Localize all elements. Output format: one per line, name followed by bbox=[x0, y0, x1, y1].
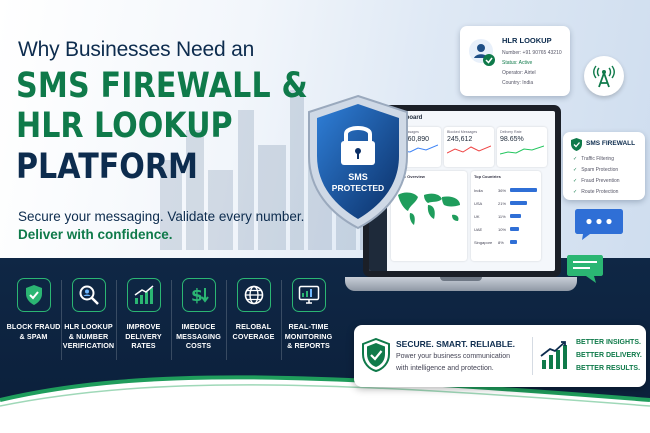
sms-firewall-card: SMS FIREWALL ✓Traffic Filtering ✓Spam Pr… bbox=[563, 132, 645, 200]
value-prop-title: SECURE. SMART. RELIABLE. bbox=[396, 339, 516, 349]
firewall-item: ✓Fraud Prevention bbox=[573, 178, 620, 184]
headline-platform: PLATFORM bbox=[16, 147, 199, 187]
feature-label: IMPROVE DELIVERY RATES bbox=[125, 322, 162, 351]
country-row: UK 11% bbox=[474, 213, 538, 226]
globe-icon bbox=[236, 278, 271, 312]
result-delivery: BETTER DELIVERY. bbox=[576, 352, 642, 359]
country-list: India 36% USA 21% UK 11% UAE 10% Singapore 8% bbox=[474, 187, 538, 252]
user-verified-icon bbox=[469, 39, 495, 66]
feature-hlr-lookup: HLR LOOKUP & NUMBER VERIFICATION bbox=[61, 278, 116, 361]
feature-label: BLOCK FRAUD & SPAM bbox=[6, 322, 61, 341]
top-countries-panel: Top Countries India 36% USA 21% UK 11% UAE 10% S… bbox=[471, 171, 541, 261]
country-name: UAE bbox=[474, 227, 483, 232]
country-percent: 36% bbox=[498, 188, 507, 193]
feature-global-coverage: RELOBAL COVERAGE bbox=[226, 278, 281, 361]
sms-protected-shield bbox=[308, 94, 408, 230]
country-row: Singapore 8% bbox=[474, 239, 538, 252]
country-bar bbox=[510, 188, 537, 192]
feature-realtime-monitoring: REAL-TIME MONITORING & REPORTS bbox=[281, 278, 336, 361]
country-percent: 8% bbox=[498, 240, 504, 245]
panel-title: Top Countries bbox=[474, 174, 501, 179]
laptop-notch bbox=[440, 277, 482, 281]
country-name: India bbox=[474, 188, 483, 193]
headline-sms-firewall: SMS FIREWALL & bbox=[16, 66, 308, 106]
country-bar bbox=[510, 240, 518, 244]
world-map bbox=[398, 192, 460, 225]
growth-chart-icon bbox=[540, 341, 567, 369]
kpi-blocked-messages: Blocked Messages 245,612 bbox=[444, 127, 494, 167]
hlr-card-status: Status: Active bbox=[502, 60, 533, 66]
hlr-lookup-card: HLR LOOKUP Number: +91 90765 43210 Statu… bbox=[460, 26, 570, 96]
monitor-icon bbox=[291, 278, 326, 312]
headline-intro: Why Businesses Need an bbox=[18, 38, 255, 61]
message-bubble-icon bbox=[567, 255, 603, 283]
laptop-base bbox=[345, 277, 577, 291]
kpi-value: 245,612 bbox=[447, 136, 473, 143]
traffic-overview-panel: Traffic Overview bbox=[391, 171, 467, 261]
magnifier-user-icon bbox=[71, 278, 106, 312]
country-name: Singapore bbox=[474, 240, 493, 245]
firewall-item: ✓Traffic Filtering bbox=[573, 156, 614, 162]
headline-hlr-lookup: HLR LOOKUP bbox=[16, 106, 233, 146]
divider bbox=[532, 337, 533, 375]
country-name: UK bbox=[474, 214, 480, 219]
country-row: UAE 10% bbox=[474, 226, 538, 239]
value-proposition-card: SECURE. SMART. RELIABLE. Power your busi… bbox=[354, 325, 646, 387]
kpi-value: 12,560,890 bbox=[394, 136, 430, 143]
shield-label-protected: PROTECTED bbox=[331, 183, 385, 193]
feature-label: IMEDUCE MESSAGING COSTS bbox=[176, 322, 221, 351]
country-bar bbox=[510, 201, 528, 205]
shield-label-sms: SMS bbox=[348, 172, 368, 182]
hlr-card-number: Number: +91 90765 43210 bbox=[502, 50, 562, 56]
firewall-item: ✓Route Protection bbox=[573, 189, 619, 195]
bar-chart-icon bbox=[126, 278, 161, 312]
country-percent: 21% bbox=[498, 201, 507, 206]
shield-check-icon bbox=[571, 138, 582, 151]
tagline-primary: Secure your messaging. Validate every nu… bbox=[18, 209, 305, 224]
country-bar bbox=[510, 214, 521, 218]
tagline-secondary: Deliver with confidence. bbox=[18, 227, 173, 242]
country-row: USA 21% bbox=[474, 200, 538, 213]
country-percent: 11% bbox=[498, 214, 506, 219]
firewall-item: ✓Spam Protection bbox=[573, 167, 619, 173]
result-insights: BETTER INSIGHTS. bbox=[576, 339, 641, 346]
decorative-wave bbox=[0, 375, 650, 433]
country-name: USA bbox=[474, 201, 483, 206]
value-prop-desc-line1: Power your business communication bbox=[396, 353, 510, 360]
feature-reduce-costs: $ IMEDUCE MESSAGING COSTS bbox=[171, 278, 226, 361]
panel-title: Traffic Overview bbox=[394, 174, 425, 179]
chat-bubble-icon bbox=[575, 209, 623, 240]
feature-label: HLR LOOKUP & NUMBER VERIFICATION bbox=[62, 322, 115, 351]
svg-text:$: $ bbox=[191, 286, 203, 306]
value-prop-desc-line2: with intelligence and protection. bbox=[396, 365, 494, 372]
lock-icon bbox=[341, 126, 375, 165]
hlr-card-operator: Operator: Airtel bbox=[502, 70, 536, 76]
dollar-down-icon: $ bbox=[181, 278, 216, 312]
kpi-label: Blocked Messages bbox=[447, 130, 478, 134]
country-percent: 10% bbox=[498, 227, 507, 232]
hlr-card-country: Country: India bbox=[502, 80, 534, 86]
shield-check-icon bbox=[16, 278, 51, 312]
kpi-value: 98.65% bbox=[500, 136, 524, 143]
country-bar bbox=[510, 227, 520, 231]
result-results: BETTER RESULTS. bbox=[576, 365, 641, 372]
kpi-delivery-rate: Delivery Rate 98.65% bbox=[497, 127, 547, 167]
country-row: India 36% bbox=[474, 187, 538, 200]
kpi-label: Delivery Rate bbox=[500, 130, 522, 134]
cell-tower-icon bbox=[584, 56, 624, 96]
feature-list: BLOCK FRAUD & SPAM HLR LOOKUP & NUMBER V… bbox=[6, 278, 336, 361]
feature-label: REAL-TIME MONITORING & REPORTS bbox=[284, 322, 333, 351]
feature-block-fraud: BLOCK FRAUD & SPAM bbox=[6, 278, 61, 351]
feature-improve-delivery: IMPROVE DELIVERY RATES bbox=[116, 278, 171, 361]
hlr-card-title: HLR LOOKUP bbox=[502, 36, 552, 45]
shield-check-icon bbox=[362, 338, 390, 372]
feature-label: RELOBAL COVERAGE bbox=[232, 322, 275, 341]
firewall-card-title: SMS FIREWALL bbox=[586, 140, 636, 147]
